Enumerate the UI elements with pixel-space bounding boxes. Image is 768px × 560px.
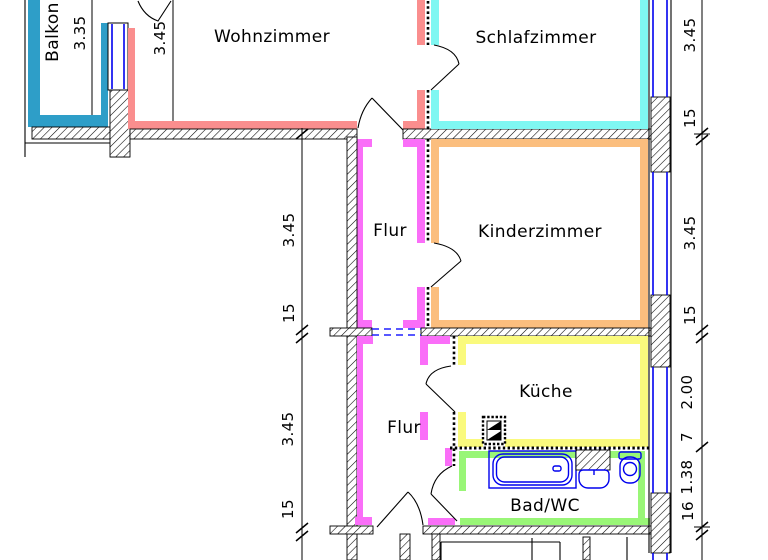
label-balkon: Balkon xyxy=(43,2,63,62)
dim-right-1: 15 xyxy=(681,108,699,128)
dim-right-4: 2.00 xyxy=(678,375,696,410)
label-flur-unten: Flur xyxy=(387,418,421,438)
south-exterior-wall xyxy=(329,525,654,535)
dim-left-1: 15 xyxy=(280,303,298,323)
toilet xyxy=(618,451,642,484)
south-wall-hatch-right xyxy=(402,128,657,140)
dim-right-6: 1.38 xyxy=(678,460,696,495)
room-kinderzimmer-walls xyxy=(426,139,648,328)
sink xyxy=(578,469,610,489)
dim-right-0: 3.45 xyxy=(681,18,699,53)
room-wohnzimmer-walls xyxy=(128,0,657,140)
dim-balkon-width: 3.35 xyxy=(71,16,89,51)
room-kueche-walls xyxy=(450,336,651,450)
dim-right-5: 7 xyxy=(678,432,696,442)
dim-left-2: 3.45 xyxy=(279,412,297,447)
dimension-lines xyxy=(91,0,710,560)
wohnzimmer-flur-door xyxy=(357,97,404,131)
entrance-door xyxy=(376,491,424,528)
bad-door xyxy=(430,465,458,522)
window-pier-hatch xyxy=(109,89,131,158)
chimney-shaft xyxy=(481,415,507,446)
kinderzimmer-window xyxy=(652,172,668,295)
flur-opening-dashed xyxy=(372,328,421,336)
label-bad-wc: Bad/WC xyxy=(510,496,580,516)
kinderzimmer-door xyxy=(430,242,462,288)
room-flur-unten-walls xyxy=(355,336,458,528)
mid-wall-hatch-right xyxy=(420,327,652,337)
schlafzimmer-window xyxy=(652,0,668,97)
room-schlafzimmer-walls xyxy=(426,0,648,129)
balcony-window xyxy=(107,22,129,91)
east-exterior-wall xyxy=(648,0,672,560)
dim-right-2: 3.45 xyxy=(681,216,699,251)
room-balkon-walls xyxy=(28,0,172,158)
lower-unit-walls xyxy=(399,533,628,560)
kueche-door xyxy=(425,365,456,413)
label-kueche: Küche xyxy=(519,382,573,402)
dim-right-7: 16 xyxy=(679,501,697,521)
balcony-door-swing xyxy=(137,0,172,22)
dim-wohnzimmer-width: 3.45 xyxy=(151,21,169,56)
mid-wall-hatch-left xyxy=(329,327,373,337)
south-wall-hatch-left xyxy=(129,128,358,140)
labels: Balkon 3.35 3.45 Wohnzimmer Schlafzimmer… xyxy=(43,2,699,521)
balcony-base-hatch xyxy=(31,126,111,140)
dim-right-3: 15 xyxy=(681,305,699,325)
label-schlafzimmer: Schlafzimmer xyxy=(475,28,596,48)
room-flur-mitte-walls xyxy=(329,136,652,560)
label-flur-mitte: Flur xyxy=(373,221,407,241)
west-wall-hatch xyxy=(346,136,358,560)
label-kinderzimmer: Kinderzimmer xyxy=(478,222,602,242)
dim-left-0: 3.45 xyxy=(280,213,298,248)
dim-left-3: 15 xyxy=(279,499,297,519)
label-wohnzimmer: Wohnzimmer xyxy=(214,27,330,47)
kueche-bad-window xyxy=(652,367,668,493)
bath-duct-hatch xyxy=(575,449,611,471)
schlafzimmer-door xyxy=(430,44,460,91)
